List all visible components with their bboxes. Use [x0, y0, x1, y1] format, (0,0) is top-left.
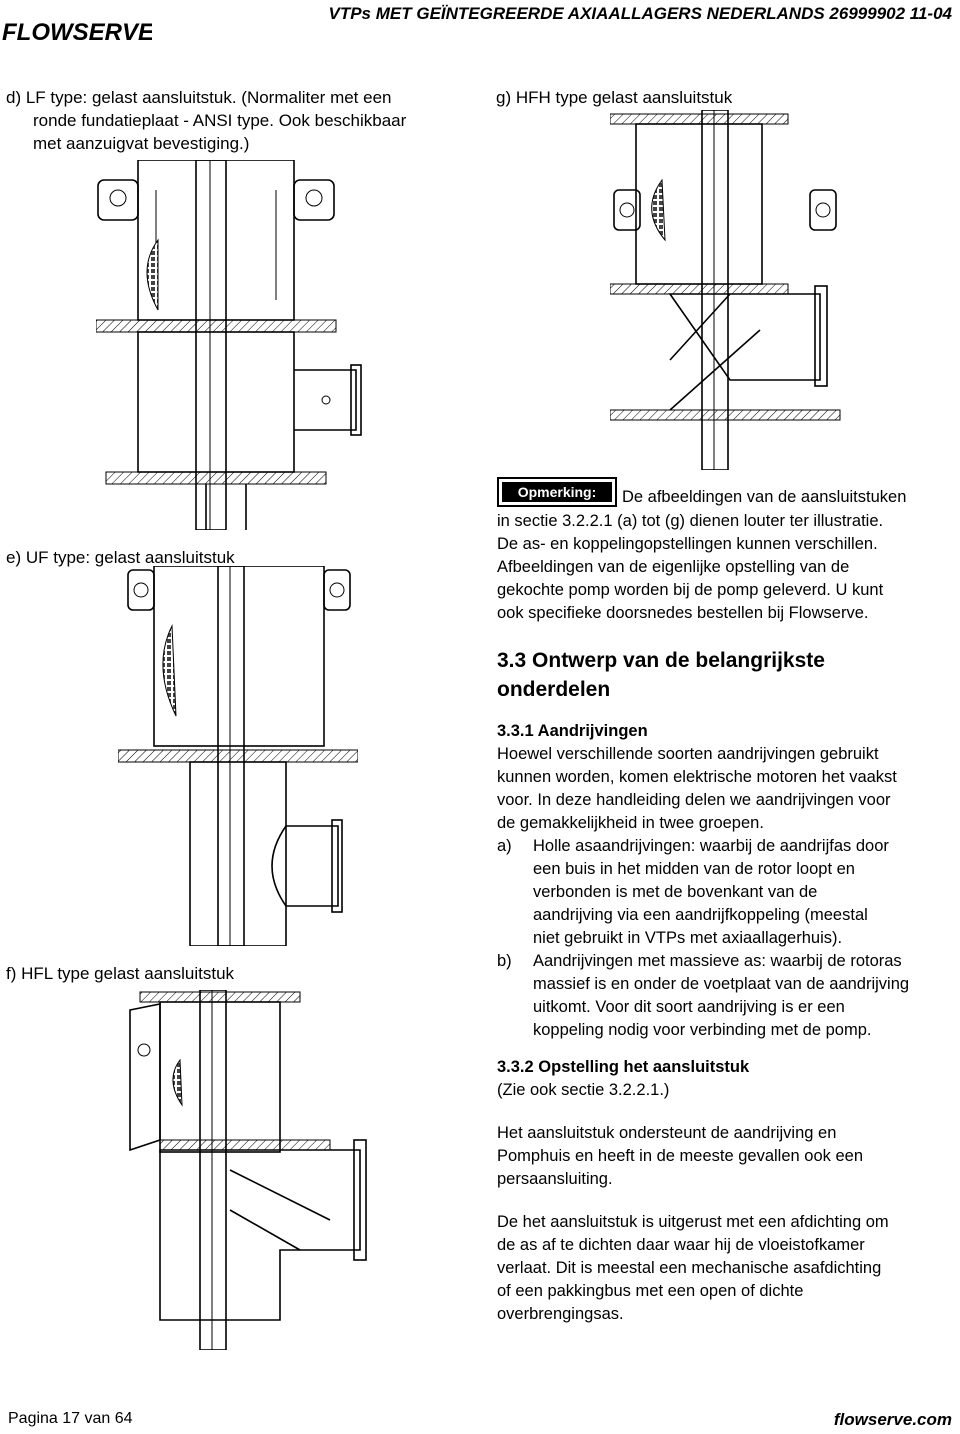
page-number: Pagina 17 van 64: [8, 1410, 133, 1427]
svg-text:FLOWSERVE: FLOWSERVE: [2, 19, 152, 46]
figure-d-caption-line: met aanzuigvat bevestiging.): [33, 134, 250, 153]
list-marker: a): [497, 837, 512, 855]
paragraph-line: verlaat. Dit is meestal een mechanische …: [497, 1259, 882, 1277]
page-header-title: VTPs MET GEÏNTEGREERDE AXIAALLAGERS NEDE…: [328, 4, 953, 23]
list-item-line: uitkomt. Voor dit soort aandrijving is e…: [533, 998, 845, 1016]
list-item-line: niet gebruikt in VTPs met axiaallagerhui…: [533, 929, 843, 947]
figure-d-drawing: [96, 160, 396, 530]
paragraph-line: kunnen worden, komen elektrische motoren…: [497, 768, 897, 786]
section-3-3-heading-line: 3.3 Ontwerp van de belangrijkste: [497, 649, 825, 672]
section-3-3-heading: 3.3 Ontwerp van de belangrijkste onderde…: [497, 646, 825, 704]
section-3-3-1-heading: 3.3.1 Aandrijvingen: [497, 722, 648, 740]
figure-g-caption: g) HFH type gelast aansluitstuk: [496, 88, 733, 107]
flowserve-logo: FLOWSERVE: [2, 16, 155, 46]
paragraph-line: de gemakkelijkheid in twee groepen.: [497, 814, 764, 832]
section-3-3-2: 3.3.2 Opstelling het aansluitstuk (Zie o…: [497, 1056, 953, 1326]
paragraph-line: overbrengingsas.: [497, 1305, 624, 1323]
paragraph-line: voor. In deze handleiding delen we aandr…: [497, 791, 891, 809]
note-line: gekochte pomp worden bij de pomp gelever…: [497, 581, 884, 599]
list-marker: b): [497, 952, 512, 970]
paragraph-line: de as af te dichten daar waar hij de vlo…: [497, 1236, 865, 1254]
paragraph-line: De het aansluitstuk is uitgerust met een…: [497, 1213, 889, 1231]
note-line: ook specifieke doorsnedes bestellen bij …: [497, 604, 869, 622]
section-3-3-2-heading: 3.3.2 Opstelling het aansluitstuk: [497, 1058, 750, 1076]
figure-d-caption-line: ronde fundatieplaat - ANSI type. Ook bes…: [33, 111, 407, 130]
figure-f-drawing: [110, 990, 380, 1350]
list-item-b: b) Aandrijvingen met massieve as: waarbi…: [497, 950, 953, 1042]
note-line: in sectie 3.2.2.1 (a) tot (g) dienen lou…: [497, 512, 884, 530]
paragraph-line: Het aansluitstuk ondersteunt de aandrijv…: [497, 1124, 837, 1142]
list-item-line: koppeling nodig voor verbinding met de p…: [533, 1021, 872, 1039]
footer-site-link[interactable]: flowserve.com: [833, 1410, 952, 1429]
figure-g-drawing: [610, 110, 850, 470]
figure-d-caption-line: d) LF type: gelast aansluitstuk. (Normal…: [6, 88, 392, 107]
section-3-3-1: 3.3.1 Aandrijvingen Hoewel verschillende…: [497, 720, 953, 1042]
note-first-line: De afbeeldingen van de aansluitstuken: [622, 488, 907, 506]
paragraph-line: of een pakkingbus met een open of dichte: [497, 1282, 804, 1300]
note-line: Afbeeldingen van de eigenlijke opstellin…: [497, 558, 850, 576]
note-badge: Opmerking:: [497, 477, 617, 507]
note-line: De as- en koppelingopstellingen kunnen v…: [497, 535, 878, 553]
figure-e-drawing: [118, 566, 358, 946]
list-item-line: een buis in het midden van de rotor loop…: [533, 860, 855, 878]
paragraph-line: Hoewel verschillende soorten aandrijving…: [497, 745, 879, 763]
paragraph-line: Pomphuis en heeft in de meeste gevallen …: [497, 1147, 863, 1165]
figure-d-caption: d) LF type: gelast aansluitstuk. (Normal…: [6, 86, 406, 155]
section-3-3-2-subtitle: (Zie ook sectie 3.2.2.1.): [497, 1081, 670, 1099]
list-item-line: Holle asaandrijvingen: waarbij de aandri…: [533, 837, 889, 855]
figure-f-caption: f) HFL type gelast aansluitstuk: [6, 964, 235, 983]
svg-text:Opmerking:: Opmerking:: [518, 484, 597, 500]
list-item-line: Aandrijvingen met massieve as: waarbij d…: [533, 952, 902, 970]
figure-e-caption: e) UF type: gelast aansluitstuk: [6, 548, 235, 567]
section-3-3-heading-line: onderdelen: [497, 678, 611, 701]
note-body: in sectie 3.2.2.1 (a) tot (g) dienen lou…: [497, 510, 947, 625]
list-item-line: massief is en onder de voetplaat van de …: [533, 975, 910, 993]
paragraph-line: persaansluiting.: [497, 1170, 613, 1188]
list-item-line: verbonden is met de bovenkant van de: [533, 883, 818, 901]
list-item-line: aandrijving via een aandrijfkoppeling (m…: [533, 906, 868, 924]
list-item-a: a) Holle asaandrijvingen: waarbij de aan…: [497, 835, 953, 950]
